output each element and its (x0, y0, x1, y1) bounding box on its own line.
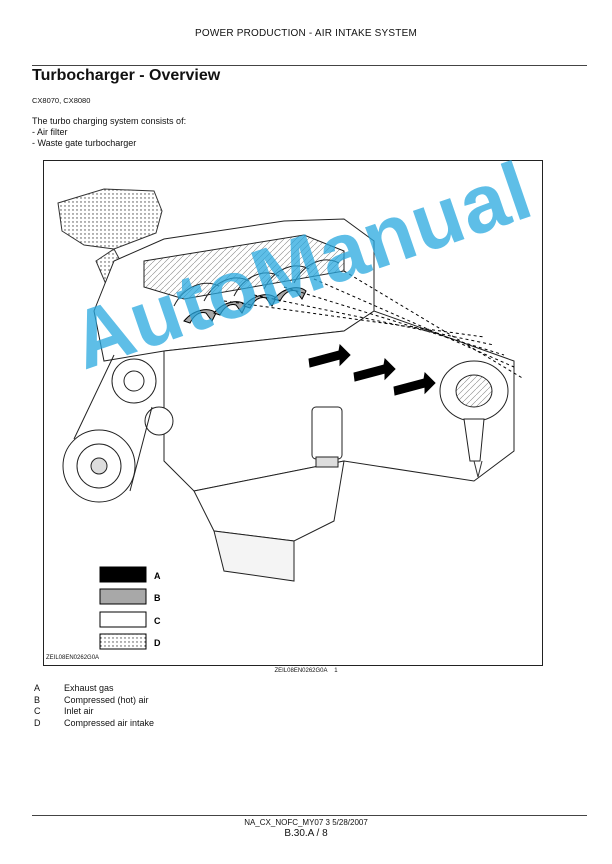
header-title: POWER PRODUCTION - AIR INTAKE SYSTEM (194, 28, 418, 39)
figure-number: 1 (334, 668, 338, 674)
engine-figure: A B C D (43, 160, 543, 666)
footer-document-ref: NA_CX_NOFC_MY07 3 5/28/2007 (244, 818, 368, 827)
legend-text: Compressed (hot) air (64, 694, 149, 705)
legend-text: Exhaust gas (64, 683, 114, 693)
model-list: CX8070, CX8080 (32, 96, 91, 105)
key-label-a: A (154, 571, 161, 581)
legend-item: A Exhaust gas (34, 683, 154, 695)
figure-caption-ref: ZEIL08EN0262G0A (274, 668, 328, 674)
key-label-d: D (154, 638, 161, 648)
key-label-c: C (154, 616, 161, 626)
exhaust-arrows (308, 343, 436, 396)
intro-line: - Air filter (32, 127, 68, 137)
footer-rule (32, 815, 587, 816)
legend-letter: D (34, 717, 41, 728)
key-swatch-c (99, 611, 147, 628)
color-key: A B C D (99, 566, 161, 650)
legend-text: Compressed air intake (64, 717, 155, 728)
legend-item: D Compressed air intake (34, 718, 154, 730)
oil-filter (311, 406, 343, 468)
legend-letter: C (34, 706, 41, 716)
legend-letter: A (34, 683, 41, 693)
front-pulleys (62, 354, 174, 503)
legend-item: B Compressed (hot) air (34, 695, 154, 707)
intake-flow-lines (223, 270, 525, 380)
cylinder-head-runners (173, 259, 340, 307)
legend-list: A Exhaust gas B Compressed (hot) air C I… (34, 683, 154, 729)
key-swatch-b (99, 588, 147, 605)
intro-line: - Waste gate turbocharger (32, 138, 137, 148)
figure-image-ref: ZEIL08EN0262G0A (46, 655, 100, 661)
intro-line: The turbo charging system consists of: (32, 116, 187, 126)
footer-page-number: B.30.A / 8 (284, 828, 328, 839)
engine-illustration: A B C D (57, 188, 525, 650)
legend-text: Inlet air (64, 706, 94, 716)
key-label-b: B (154, 593, 161, 603)
header-rule (32, 65, 587, 66)
legend-letter: B (34, 694, 41, 705)
key-swatch-a (99, 566, 147, 583)
legend-item: C Inlet air (34, 706, 154, 718)
key-swatch-d (99, 633, 147, 650)
intro-text: The turbo charging system consists of: -… (32, 116, 186, 149)
figure-caption: ZEIL08EN0262G0A 1 (0, 668, 612, 674)
page-title: Turbocharger - Overview (32, 67, 221, 84)
turbocharger (439, 360, 509, 478)
